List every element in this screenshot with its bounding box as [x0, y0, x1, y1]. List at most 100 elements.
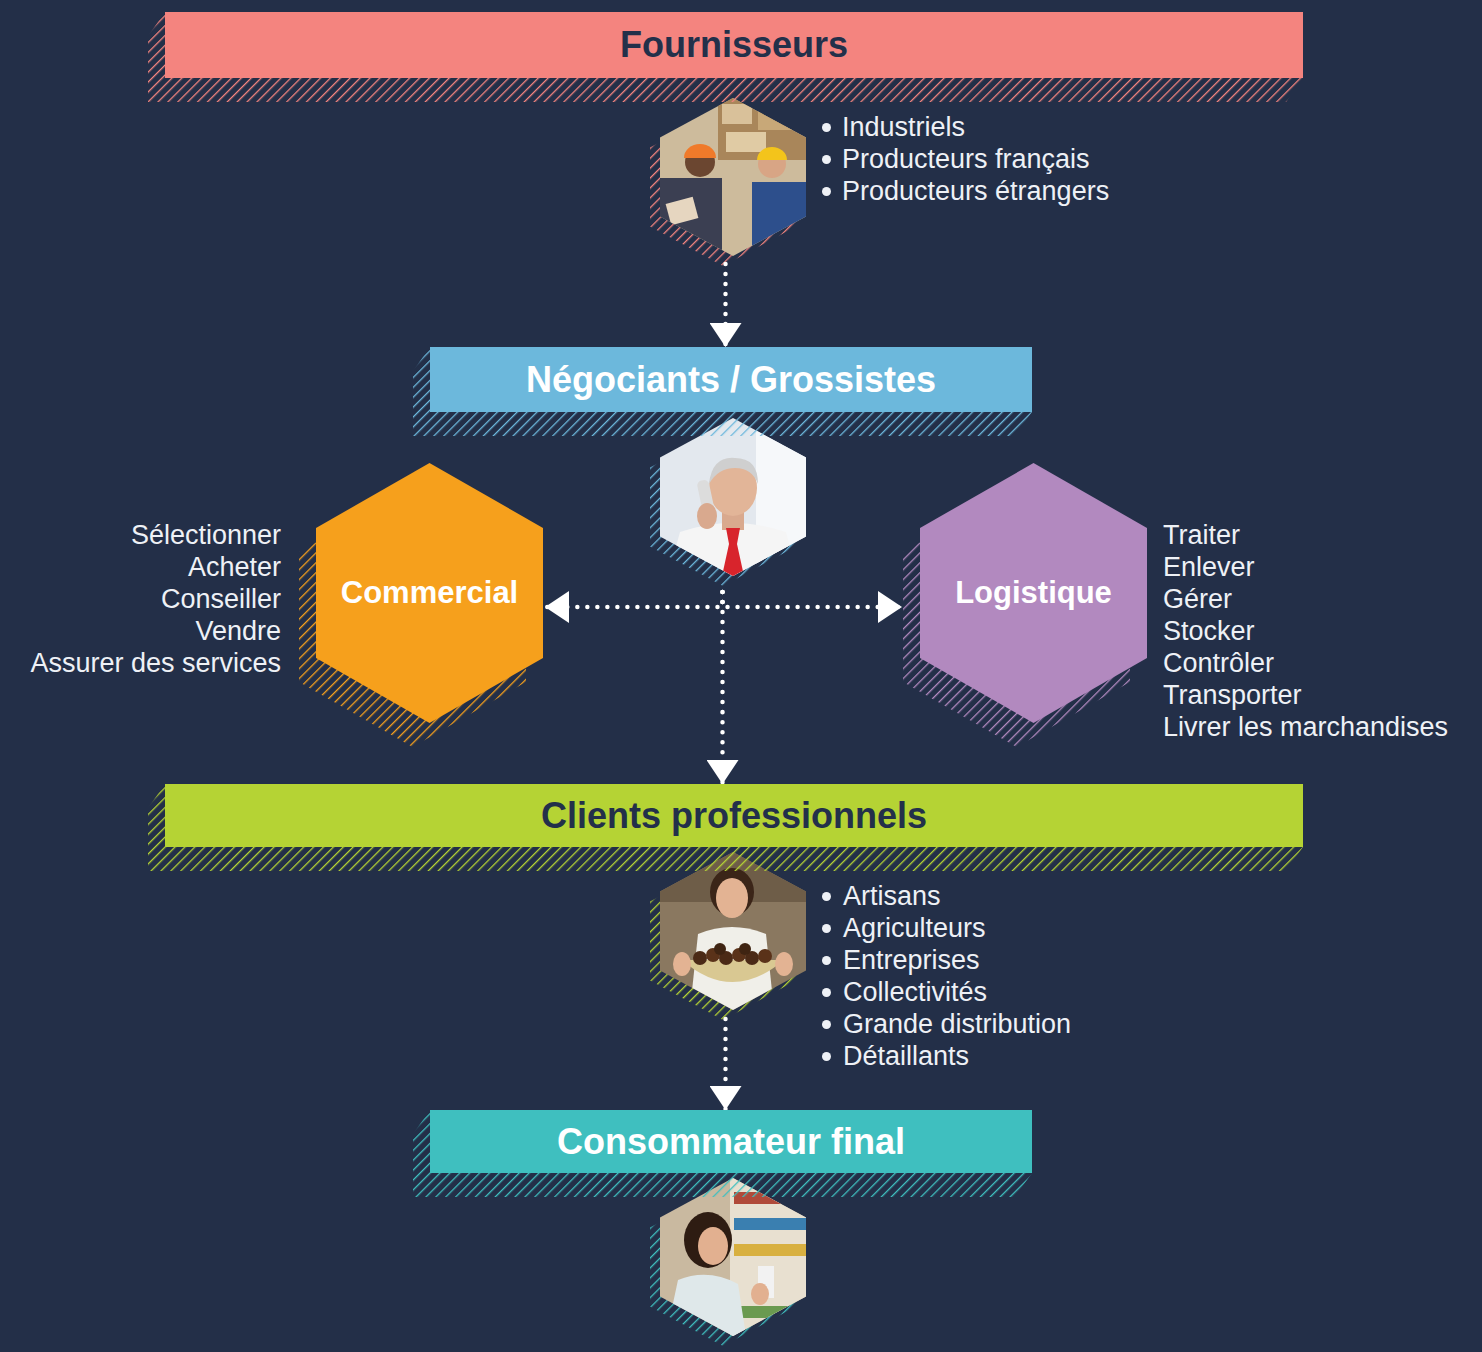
bullet-dot	[822, 155, 831, 164]
list-item: Artisans	[843, 880, 941, 912]
illustration-part	[673, 952, 691, 976]
list-item: Agriculteurs	[843, 912, 986, 944]
bullet-dot	[822, 892, 831, 901]
bullet-dot	[822, 988, 831, 997]
illustration-part	[660, 418, 806, 576]
hexagon-fill	[316, 463, 543, 723]
list-item: Livrer les marchandises	[1163, 711, 1448, 743]
hexagon-fill	[920, 463, 1147, 723]
client-photo	[650, 852, 806, 1020]
node-title: Fournisseurs	[620, 24, 848, 65]
illustration-part	[726, 132, 766, 152]
list-item-box: Entreprises	[843, 944, 980, 976]
list-item: Assurer des services	[30, 647, 281, 679]
illustration-part	[668, 523, 798, 576]
illustration-part	[751, 1283, 769, 1305]
illustration-part	[752, 182, 806, 258]
illustration-part	[734, 1218, 806, 1230]
illustration-part	[716, 878, 748, 918]
flow-arrow	[545, 592, 723, 607]
band-node: Consommateur final	[413, 1110, 1032, 1346]
illustration-part	[684, 144, 716, 158]
band-fill	[165, 784, 1303, 847]
flow-arrow	[720, 592, 725, 784]
illustration-part	[718, 98, 806, 160]
list-item: Stocker	[1163, 615, 1255, 647]
list-item: Producteurs français	[842, 143, 1090, 175]
illustration-part	[693, 951, 707, 965]
band-fill	[430, 1110, 1032, 1173]
node-label-box: Négociants / Grossistes	[430, 347, 1032, 412]
node-label-box: Clients professionnels	[165, 784, 1303, 847]
list-item: Entreprises	[843, 944, 980, 976]
list-item-box: Assurer des services	[30, 647, 281, 679]
list-item-box: Producteurs français	[842, 143, 1090, 175]
bullet-dot	[822, 1052, 831, 1061]
illustration-part	[660, 98, 806, 256]
list-item: Enlever	[1163, 551, 1255, 583]
list-item: Industriels	[842, 111, 965, 143]
band-shadow	[413, 1110, 1032, 1197]
list-item-box: Traiter	[1163, 519, 1240, 551]
list-item: Acheter	[188, 551, 281, 583]
illustration-part	[660, 98, 806, 258]
list-item-box: Détaillants	[843, 1040, 969, 1072]
list-item: Sélectionner	[131, 519, 281, 551]
band-shadow	[148, 784, 1303, 871]
list-item-box: Agriculteurs	[843, 912, 986, 944]
hexagon-node: Commercial	[298, 461, 545, 748]
illustration-part	[758, 108, 792, 130]
bullet-dot	[822, 924, 831, 933]
illustration-part	[684, 1212, 732, 1268]
illustration-part	[660, 178, 722, 258]
illustration-part	[660, 1178, 806, 1336]
band-fill	[165, 12, 1303, 78]
list-item-box: Artisans	[843, 880, 941, 912]
list-item-box: Industriels	[842, 111, 965, 143]
node-label-box: Consommateur final	[430, 1110, 1032, 1173]
bullet-dot	[822, 187, 831, 196]
node-label-box: Logistique	[920, 463, 1147, 723]
hexagon-node: Logistique	[902, 461, 1149, 748]
flow-arrow	[723, 264, 728, 347]
list-item-box: Stocker	[1163, 615, 1255, 647]
bullet-dot	[822, 1020, 831, 1029]
illustration-part	[775, 952, 793, 976]
list-item: Vendre	[195, 615, 281, 647]
illustration-part	[722, 104, 752, 124]
flow-arrow	[723, 592, 903, 607]
node-title: Clients professionnels	[541, 795, 927, 836]
illustration-part	[666, 1275, 746, 1336]
band-shadow	[413, 347, 1032, 436]
band-node: Fournisseurs	[148, 12, 1303, 264]
list-item: Traiter	[1163, 519, 1240, 551]
list-item: Transporter	[1163, 679, 1302, 711]
illustration-part	[739, 943, 751, 955]
node-title: Consommateur final	[557, 1121, 905, 1162]
node-label-box: Commercial	[316, 463, 543, 723]
illustration-part	[666, 197, 699, 225]
list-item: Collectivités	[843, 976, 987, 1008]
node-title: Commercial	[341, 575, 518, 611]
node-title: Négociants / Grossistes	[526, 359, 936, 400]
illustration-part	[698, 1227, 728, 1265]
illustration-part	[758, 949, 772, 963]
bullet-dot	[822, 956, 831, 965]
list-item-box: Livrer les marchandises	[1163, 711, 1448, 743]
illustration-part	[757, 147, 787, 160]
bullet-dot	[822, 123, 831, 132]
node-title: Logistique	[955, 575, 1112, 611]
list-item-box: Transporter	[1163, 679, 1302, 711]
node-label-box: Fournisseurs	[165, 12, 1303, 78]
list-item-box: Enlever	[1163, 551, 1255, 583]
list-item: Contrôler	[1163, 647, 1274, 679]
list-item: Détaillants	[843, 1040, 969, 1072]
list-item: Grande distribution	[843, 1008, 1071, 1040]
supplier-photo	[650, 98, 806, 266]
wholesaler-photo	[650, 418, 806, 586]
list-item: Producteurs étrangers	[842, 175, 1109, 207]
list-item-box: Conseiller	[161, 583, 281, 615]
list-item-box: Sélectionner	[131, 519, 281, 551]
